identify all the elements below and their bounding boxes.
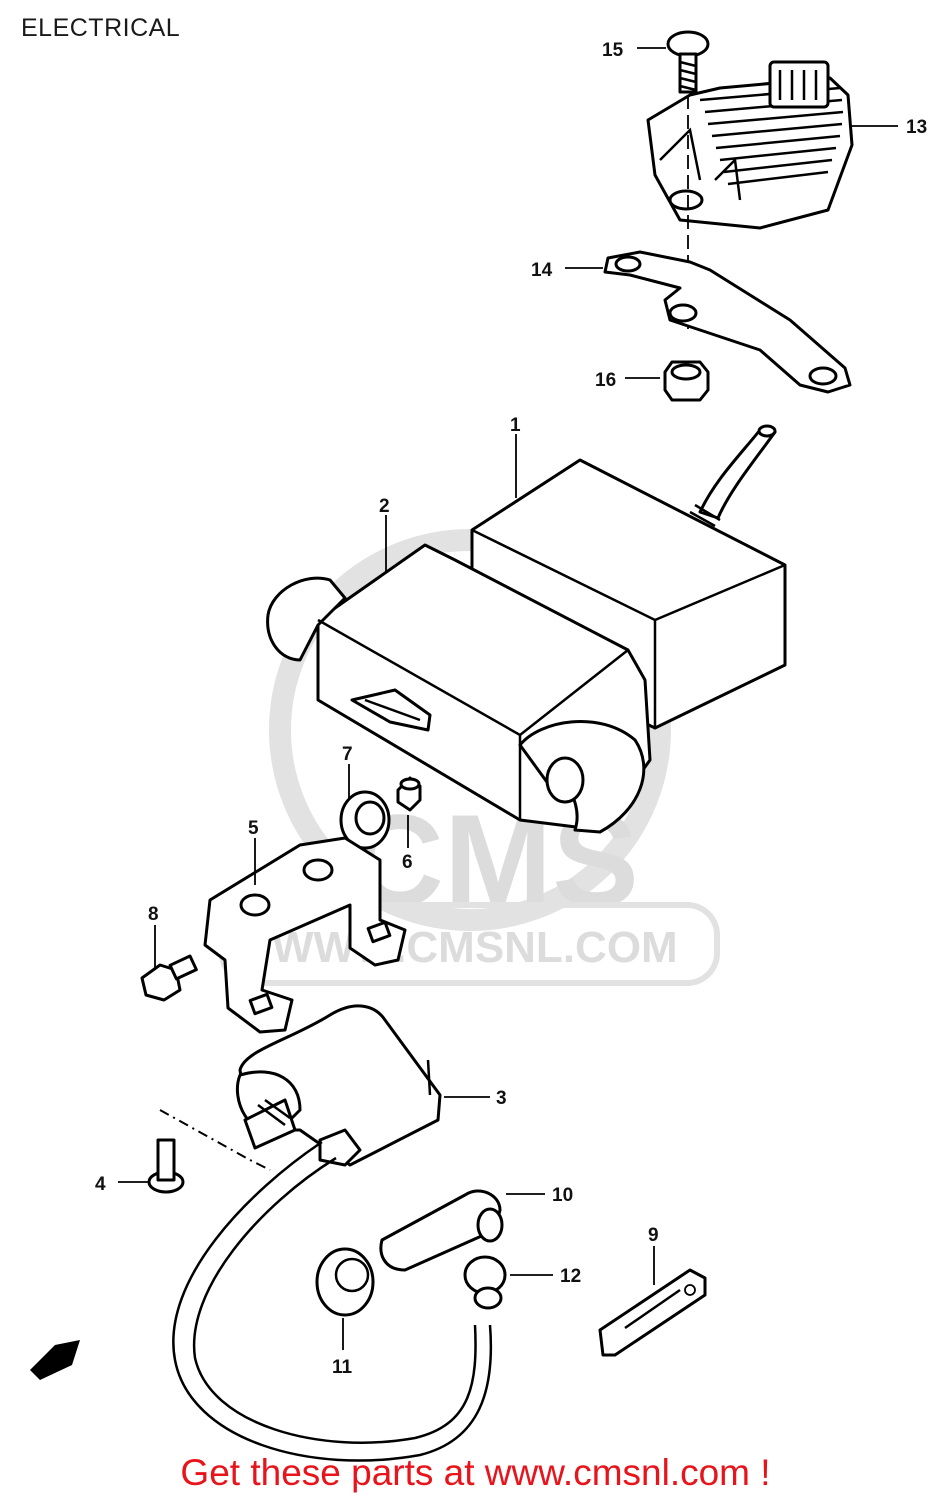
callout-10: 10 — [552, 1185, 573, 1206]
part-14-bracket — [603, 250, 852, 394]
part-5-bracket — [203, 836, 407, 1034]
part-11-rubber-cap — [315, 1247, 375, 1317]
part-7-grommet — [339, 790, 391, 850]
part-16-nut — [663, 360, 710, 402]
footer-shop-link[interactable]: Get these parts at www.cmsnl.com ! — [180, 1452, 771, 1493]
callout-16: 16 — [595, 370, 616, 391]
part-2-coil-block — [266, 543, 652, 834]
page-title: ELECTRICAL — [21, 14, 181, 42]
callout-12: 12 — [560, 1266, 581, 1287]
callout-15: 15 — [602, 40, 624, 61]
callout-6: 6 — [402, 852, 413, 873]
leader-lines — [118, 47, 898, 1350]
part-10-plug-cap — [379, 1189, 504, 1272]
part-4-screw — [147, 1109, 271, 1194]
part-3-ignition-coil — [235, 1004, 442, 1167]
callout-14: 14 — [531, 260, 553, 281]
callout-13: 13 — [906, 117, 927, 138]
callout-5: 5 — [248, 818, 259, 839]
callout-1: 1 — [510, 415, 521, 436]
watermark-url-text: WWW.CMSNL.COM — [272, 923, 678, 972]
callout-9: 9 — [648, 1225, 659, 1246]
part-8-bolt — [140, 954, 198, 1002]
high-tension-lead — [172, 1140, 493, 1462]
callout-3: 3 — [496, 1088, 507, 1109]
callout-11: 11 — [332, 1357, 353, 1378]
part-15-screw — [666, 30, 710, 330]
part-13-regulator — [646, 60, 854, 230]
front-arrow-icon — [30, 1340, 80, 1380]
part-9-clamp — [598, 1268, 707, 1357]
callout-7: 7 — [342, 744, 353, 765]
callout-4: 4 — [95, 1174, 106, 1195]
callout-labels: 1 2 3 4 5 6 7 8 9 10 11 12 13 14 15 16 — [95, 40, 927, 1378]
callout-2: 2 — [379, 496, 390, 517]
part-12-terminal — [463, 1255, 507, 1310]
callout-8: 8 — [148, 904, 159, 925]
watermark: CMS WWW.CMSNL.COM — [219, 529, 720, 986]
part-6-collar — [396, 776, 422, 812]
